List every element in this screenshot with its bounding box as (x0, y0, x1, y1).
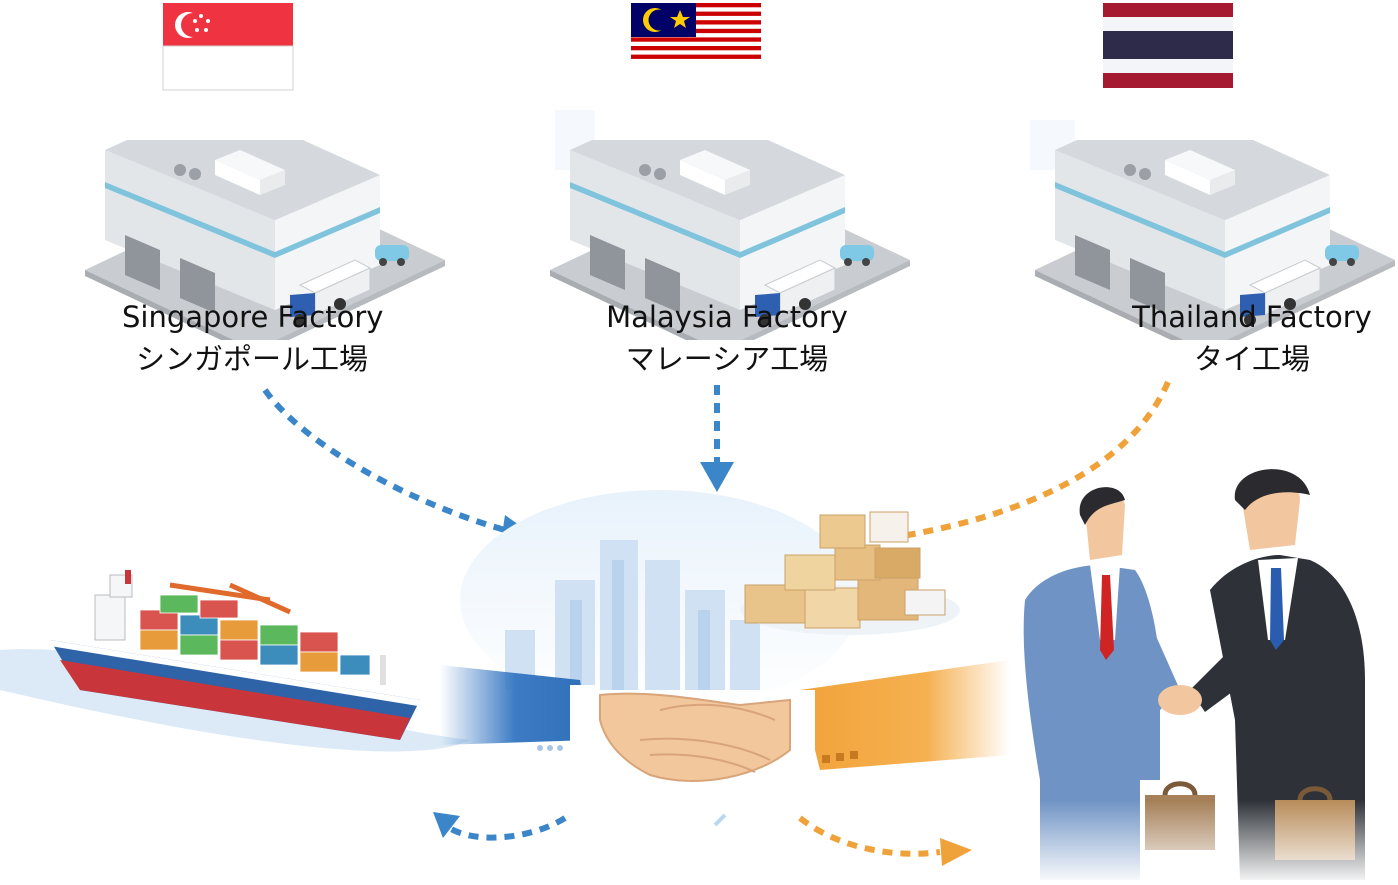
city-skyline-icon (460, 490, 860, 710)
thailand-flag-icon (1103, 3, 1233, 88)
arrow-malaysia (700, 385, 734, 492)
boxes-icon (740, 511, 960, 635)
singapore-flag-icon (162, 3, 294, 91)
malaysia-flag-icon (631, 3, 761, 63)
arrow-bottom-right (798, 815, 972, 866)
arrow-singapore (262, 388, 540, 548)
singapore-factory-label: Singapore Factory シンガポール工場 (122, 296, 384, 380)
malaysia-factory-label: Malaysia Factory マレーシア工場 (597, 296, 857, 380)
factory-name-en: Singapore Factory (122, 300, 384, 334)
arrow-thailand (907, 380, 1171, 538)
factory-name-en: Malaysia Factory (606, 300, 848, 334)
thailand-factory-label: Thailand Factory タイ工場 (1122, 296, 1382, 380)
arrow-bottom-left (433, 812, 567, 841)
factory-name-jp: シンガポール工場 (135, 342, 368, 376)
factory-name-jp: タイ工場 (1193, 342, 1310, 376)
factory-name-jp: マレーシア工場 (625, 342, 829, 376)
handshake-icon (440, 660, 1010, 782)
cargo-ship-icon (0, 570, 470, 752)
factory-name-en: Thailand Factory (1132, 300, 1372, 334)
